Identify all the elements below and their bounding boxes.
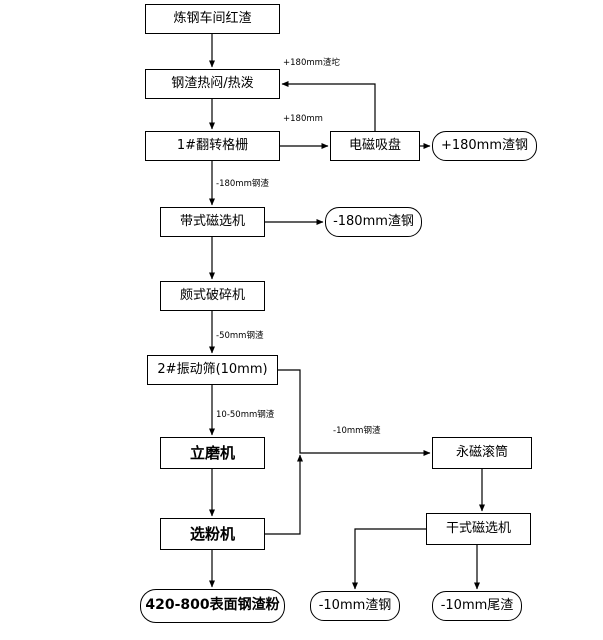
node-label: -10mm渣钢 (318, 597, 392, 613)
node-flip-grid-1[interactable]: 1#翻转格栅 (145, 131, 280, 161)
node-hot-stuffy-hot-splash[interactable]: 钢渣热闷/热泼 (145, 69, 280, 99)
edge-label-text: -180mm钢渣 (216, 179, 269, 189)
node-label: 带式磁选机 (179, 213, 245, 229)
node-belt-magnetic-separator[interactable]: 带式磁选机 (160, 207, 265, 237)
node-output-steel-slag-powder[interactable]: 420-800表面钢渣粉 (140, 589, 285, 623)
edge-label-text: +180mm (283, 114, 323, 124)
node-vertical-mill[interactable]: 立磨机 (160, 437, 265, 469)
node-label: 420-800表面钢渣粉 (145, 597, 280, 614)
node-output-plus-180mm-slag-steel[interactable]: +180mm渣钢 (432, 131, 537, 161)
edge-label-plus-180mm: +180mm (283, 115, 323, 124)
edge-label-text: 10-50mm钢渣 (216, 410, 275, 420)
node-label: -10mm尾渣 (440, 597, 514, 613)
edge-label-text: -10mm钢渣 (333, 426, 381, 436)
node-label: 立磨机 (189, 443, 235, 462)
node-jaw-crusher[interactable]: 颇式破碎机 (160, 281, 265, 311)
node-output-minus-10mm-tailings[interactable]: -10mm尾渣 (432, 591, 522, 621)
node-label: 2#振动筛(10mm) (157, 361, 268, 377)
node-label: 干式磁选机 (445, 520, 511, 536)
node-permanent-magnet-drum[interactable]: 永磁滚筒 (432, 437, 532, 469)
edge-label-minus-50mm-steel-slag: -50mm钢渣 (216, 332, 263, 341)
node-label: 颇式破碎机 (179, 287, 245, 303)
node-powder-separator[interactable]: 选粉机 (160, 518, 265, 550)
node-output-minus-10mm-slag-steel[interactable]: -10mm渣钢 (310, 591, 400, 621)
node-label: 永磁滚筒 (455, 444, 508, 460)
edge-label-text: +180mm渣坨 (283, 58, 340, 68)
node-label: 炼钢车间红渣 (173, 10, 252, 26)
node-steelmaking-red-slag[interactable]: 炼钢车间红渣 (145, 4, 280, 34)
node-label: 1#翻转格栅 (176, 137, 249, 153)
edge-label-minus-10mm-steel-slag: -10mm钢渣 (333, 427, 380, 436)
edge-label-10-50mm-steel-slag: 10-50mm钢渣 (216, 411, 274, 420)
node-label: -180mm渣钢 (333, 213, 414, 229)
node-electromagnetic-chuck[interactable]: 电磁吸盘 (330, 131, 420, 161)
node-dry-magnetic-separator[interactable]: 干式磁选机 (426, 513, 531, 545)
node-label: 电磁吸盘 (348, 137, 401, 153)
node-label: 选粉机 (189, 524, 235, 543)
node-vibrating-screen-2[interactable]: 2#振动筛(10mm) (147, 355, 278, 385)
edge-label-minus-180mm-steel-slag: -180mm钢渣 (216, 180, 269, 189)
node-label: +180mm渣钢 (440, 137, 529, 153)
node-output-minus-180mm-slag-steel[interactable]: -180mm渣钢 (325, 207, 422, 237)
edge-label-plus-180mm-slag-ladle: +180mm渣坨 (283, 59, 340, 68)
node-label: 钢渣热闷/热泼 (171, 75, 254, 91)
edge-label-text: -50mm钢渣 (216, 331, 264, 341)
